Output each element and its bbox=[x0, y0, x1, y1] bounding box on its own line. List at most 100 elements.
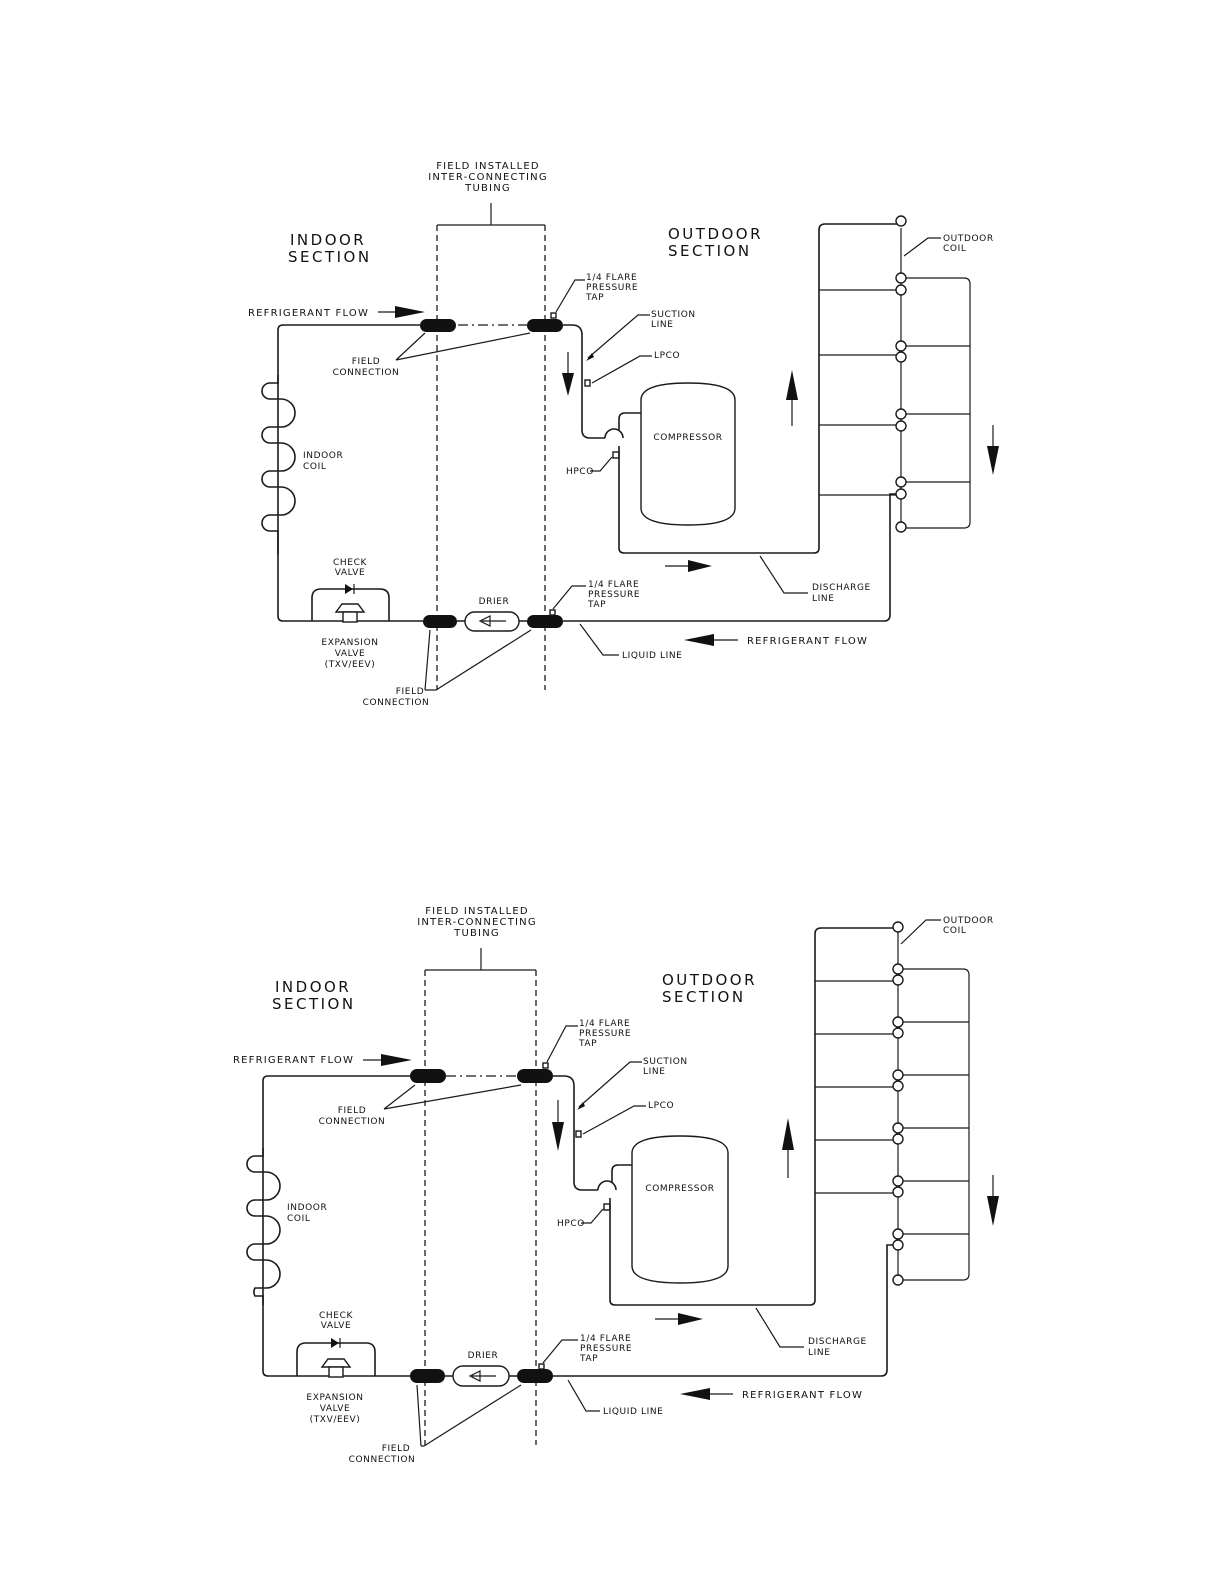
check-valve-label-2-1: CHECK bbox=[319, 1311, 353, 1321]
drier-label: DRIER bbox=[479, 597, 510, 607]
coil-tube-end bbox=[895, 272, 907, 284]
discharge-line-label-2-1: DISCHARGE bbox=[808, 1337, 867, 1347]
indoor-liquid-line bbox=[277, 555, 423, 622]
refrigerant-circuit-diagram-1: FIELD INSTALLED INTER-CONNECTING TUBING … bbox=[248, 161, 999, 708]
field-connection-liquid-indoor bbox=[423, 615, 457, 628]
tubing-bracket bbox=[437, 203, 545, 226]
refrigerant-circuit-diagram-2: FIELD INSTALLED INTER-CONNECTING TUBING … bbox=[233, 906, 999, 1465]
expansion-valve-label-1: EXPANSION bbox=[321, 638, 378, 648]
field-connection-bottom-2-line-2: CONNECTION bbox=[349, 1455, 416, 1465]
outdoor-section-title-line-1: OUTDOOR bbox=[668, 225, 763, 243]
coil-tube-end bbox=[892, 1133, 904, 1145]
liquid-line-leader-2 bbox=[567, 1379, 600, 1412]
flare-tap-bottom-line-3: TAP bbox=[587, 600, 606, 610]
suction-flow-arrow-icon bbox=[562, 373, 574, 396]
coil-tube-end bbox=[895, 351, 907, 363]
flow-arrow-bottom-2-icon bbox=[680, 1388, 710, 1400]
outdoor-coil-feeds-2 bbox=[815, 980, 898, 1194]
suction-line-label-2-2: LINE bbox=[643, 1067, 666, 1077]
field-connection-suction-indoor bbox=[420, 319, 456, 332]
field-connection-top-line-2: CONNECTION bbox=[333, 368, 400, 378]
indoor-return-line-2 bbox=[262, 1075, 410, 1305]
liquid-line-leader bbox=[579, 623, 619, 656]
indoor-coil-2 bbox=[246, 1148, 281, 1305]
lpco-switch bbox=[584, 379, 591, 387]
expansion-valve-label-2: VALVE bbox=[335, 649, 366, 659]
field-installed-line-1: FIELD INSTALLED bbox=[425, 906, 529, 917]
suction-line-label-2-1: SUCTION bbox=[643, 1057, 688, 1067]
flare-tap-bottom-2-line-3: TAP bbox=[579, 1354, 598, 1364]
outdoor-section-title-2-line-1: OUTDOOR bbox=[662, 971, 757, 989]
field-connection-top-2-leaders bbox=[383, 1084, 522, 1110]
compressor-suction-inlet-2 bbox=[611, 1164, 632, 1182]
field-connection-top-2-line-1: FIELD bbox=[338, 1106, 366, 1116]
indoor-section-title-line-2: SECTION bbox=[288, 248, 372, 266]
coil-tube-end bbox=[892, 1274, 904, 1286]
hpco-leader-2 bbox=[581, 1208, 604, 1224]
coil-tube-end bbox=[892, 1122, 904, 1134]
outdoor-section-title-2-line-2: SECTION bbox=[662, 988, 746, 1006]
lpco-leader bbox=[591, 355, 652, 384]
compressor-suction-inlet bbox=[618, 412, 641, 430]
suction-leader-arrow-2-icon bbox=[577, 1102, 585, 1110]
field-connection-top-2-line-2: CONNECTION bbox=[319, 1117, 386, 1127]
refrigerant-flow-label-top: REFRIGERANT FLOW bbox=[248, 308, 369, 319]
field-installed-line-3: TUBING bbox=[464, 183, 511, 194]
hpco-leader bbox=[590, 456, 613, 472]
liquid-line bbox=[563, 493, 896, 622]
coil-tube-end bbox=[895, 408, 907, 420]
indoor-coil bbox=[261, 375, 296, 555]
hpco-label: HPCO bbox=[566, 467, 594, 477]
field-connection-liquid-outdoor-2 bbox=[517, 1369, 553, 1383]
suction-line-2 bbox=[553, 1075, 598, 1191]
expansion-valve-bonnet-2 bbox=[320, 1358, 352, 1368]
pressure-tap-liquid bbox=[549, 609, 556, 616]
coil-tube-end bbox=[892, 1175, 904, 1187]
coil-tube-end bbox=[892, 1027, 904, 1039]
suction-line-loop bbox=[604, 428, 624, 439]
flare-tap-top-2-line-1: 1/4 FLARE bbox=[579, 1019, 630, 1029]
coil-tube-end bbox=[892, 1080, 904, 1092]
field-installed-tubing-label-2: FIELD INSTALLED INTER-CONNECTING TUBING bbox=[417, 906, 537, 939]
drier-flow-arrow-icon bbox=[478, 615, 506, 627]
flare-tap-bottom-2-line-1: 1/4 FLARE bbox=[580, 1334, 631, 1344]
outdoor-coil-leader-2 bbox=[900, 919, 941, 945]
suction-line-loop-2 bbox=[597, 1180, 617, 1191]
flare-tap-top-2-leader bbox=[546, 1025, 578, 1063]
coil-tube-end bbox=[895, 476, 907, 488]
outdoor-coil-passes-2 bbox=[898, 1021, 969, 1235]
outdoor-coil-2 bbox=[815, 921, 970, 1286]
indoor-section-title-2-line-2: SECTION bbox=[272, 995, 356, 1013]
check-valve-label-1: CHECK bbox=[333, 558, 367, 568]
field-connection-bottom-line-2: CONNECTION bbox=[363, 698, 430, 708]
flow-arrow-bottom-icon bbox=[684, 634, 714, 646]
coil-tube-end bbox=[892, 1186, 904, 1198]
field-connection-liquid-outdoor bbox=[527, 615, 563, 628]
field-installed-line-2: INTER-CONNECTING bbox=[417, 917, 537, 928]
indoor-liquid-line-2 bbox=[262, 1305, 410, 1377]
outdoor-up-arrow-icon bbox=[786, 370, 798, 400]
field-installed-tubing-label: FIELD INSTALLED INTER-CONNECTING TUBING bbox=[428, 161, 546, 194]
discharge-line-label-2: LINE bbox=[812, 594, 835, 604]
expansion-valve-bonnet bbox=[334, 603, 366, 613]
suction-flow-arrow-2-icon bbox=[552, 1122, 564, 1151]
lpco-label-2: LPCO bbox=[648, 1101, 674, 1111]
field-connection-suction-outdoor bbox=[527, 319, 563, 332]
liquid-line-2 bbox=[553, 1244, 893, 1377]
refrigerant-flow-label-top-2: REFRIGERANT FLOW bbox=[233, 1055, 354, 1066]
check-valve-2-icon bbox=[331, 1338, 339, 1348]
indoor-return-line bbox=[277, 324, 420, 555]
flare-tap-bottom-2-line-2: PRESSURE bbox=[580, 1344, 632, 1354]
suction-line-label-1: SUCTION bbox=[651, 310, 696, 320]
discharge-line-2 bbox=[609, 927, 898, 1306]
field-connection-bottom-2-leaders bbox=[416, 1384, 522, 1447]
indoor-coil-label-2: COIL bbox=[303, 462, 326, 472]
flare-tap-bottom-2-leader bbox=[542, 1339, 578, 1364]
drier-label-2: DRIER bbox=[468, 1351, 499, 1361]
expansion-valve-label-3: (TXV/EEV) bbox=[325, 660, 376, 670]
expansion-valve-label-2-1: EXPANSION bbox=[306, 1393, 363, 1403]
coil-tube-end bbox=[895, 340, 907, 352]
expansion-valve-label-2-3: (TXV/EEV) bbox=[310, 1415, 361, 1425]
discharge-line bbox=[618, 223, 901, 554]
